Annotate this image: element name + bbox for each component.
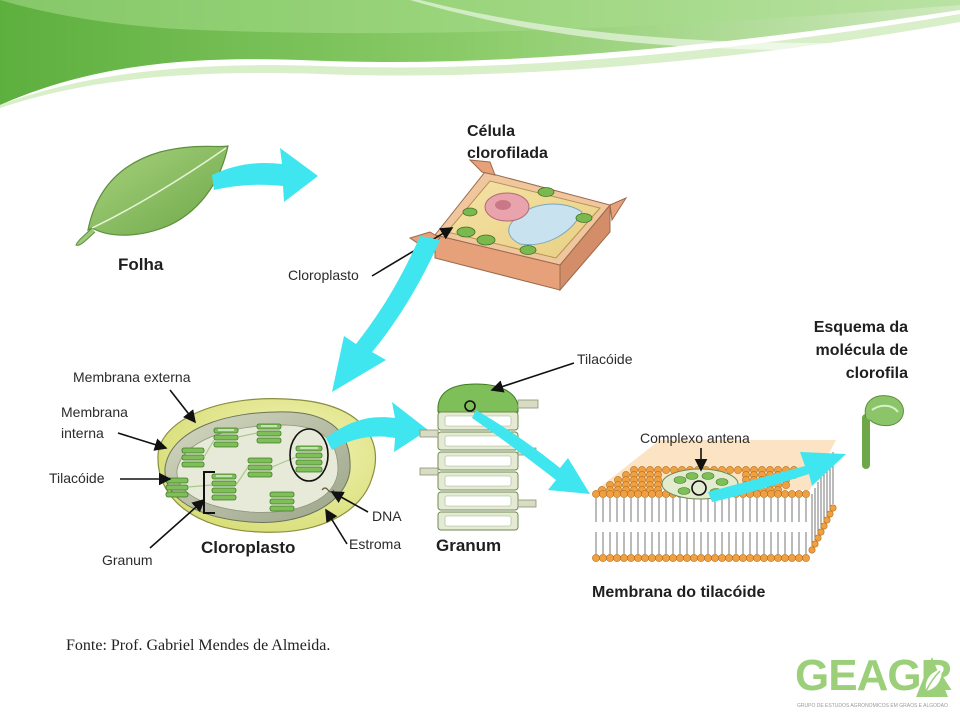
pointer-granum-left <box>149 498 206 549</box>
label-tilacoide-left: Tilacóide <box>49 470 105 486</box>
chlorophyll-molecule-illustration <box>862 395 904 469</box>
pointer-cloroplasto-cell <box>371 227 454 277</box>
label-dna: DNA <box>372 508 402 524</box>
pointer-membrana-externa <box>169 389 196 424</box>
arrow-cell-to-chloroplast <box>332 236 440 392</box>
label-celula-line2: clorofilada <box>467 145 548 162</box>
label-granum-left: Granum <box>102 552 153 568</box>
label-esquema-line1: Esquema da <box>814 319 908 336</box>
label-tilacoide-top: Tilacóide <box>577 351 633 367</box>
arrow-granum-to-membrane <box>472 410 590 494</box>
label-esquema-line2: molécula de <box>816 342 909 359</box>
label-estroma: Estroma <box>349 536 401 552</box>
label-celula-line1: Célula <box>467 123 515 140</box>
label-membrana-interna-line2: interna <box>61 425 104 441</box>
pointer-estroma <box>325 508 348 545</box>
label-complexo-antena: Complexo antena <box>640 430 750 446</box>
arrow-membrane-to-chlorophyll <box>708 452 846 502</box>
label-cloroplasto-title: Cloroplasto <box>201 538 295 557</box>
label-esquema-line3: clorofila <box>846 365 908 382</box>
arrow-chloroplast-to-granum <box>326 402 428 452</box>
label-membrana-externa: Membrana externa <box>73 369 191 385</box>
leaf-logo-icon <box>916 657 948 697</box>
source-caption: Fonte: Prof. Gabriel Mendes de Almeida. <box>66 637 331 654</box>
label-membrana-interna-line1: Membrana <box>61 404 128 420</box>
logo-subtitle: GRUPO DE ESTUDOS AGRONÔMICOS EM GRÃOS E … <box>797 703 948 709</box>
pointer-dna <box>330 491 369 513</box>
pointer-membrana-interna <box>117 432 168 451</box>
label-granum-title: Granum <box>436 536 501 555</box>
header-swoosh <box>0 0 960 108</box>
arrow-leaf-to-cell <box>212 148 318 202</box>
label-folha: Folha <box>118 255 164 274</box>
label-membrana-tilacoide: Membrana do tilacóide <box>592 584 765 601</box>
leaf-illustration <box>75 145 229 246</box>
thylakoid-membrane-illustration <box>592 440 837 562</box>
geagra-logo: GEAGR GRUPO DE ESTUDOS AGRONÔMICOS EM GR… <box>795 650 955 716</box>
label-cloroplasto-cell: Cloroplasto <box>288 267 359 283</box>
granum-illustration <box>419 383 539 531</box>
chloroplast-illustration <box>157 398 377 533</box>
pointer-tilacoide-top <box>490 362 575 393</box>
plant-cell-illustration <box>408 159 628 292</box>
